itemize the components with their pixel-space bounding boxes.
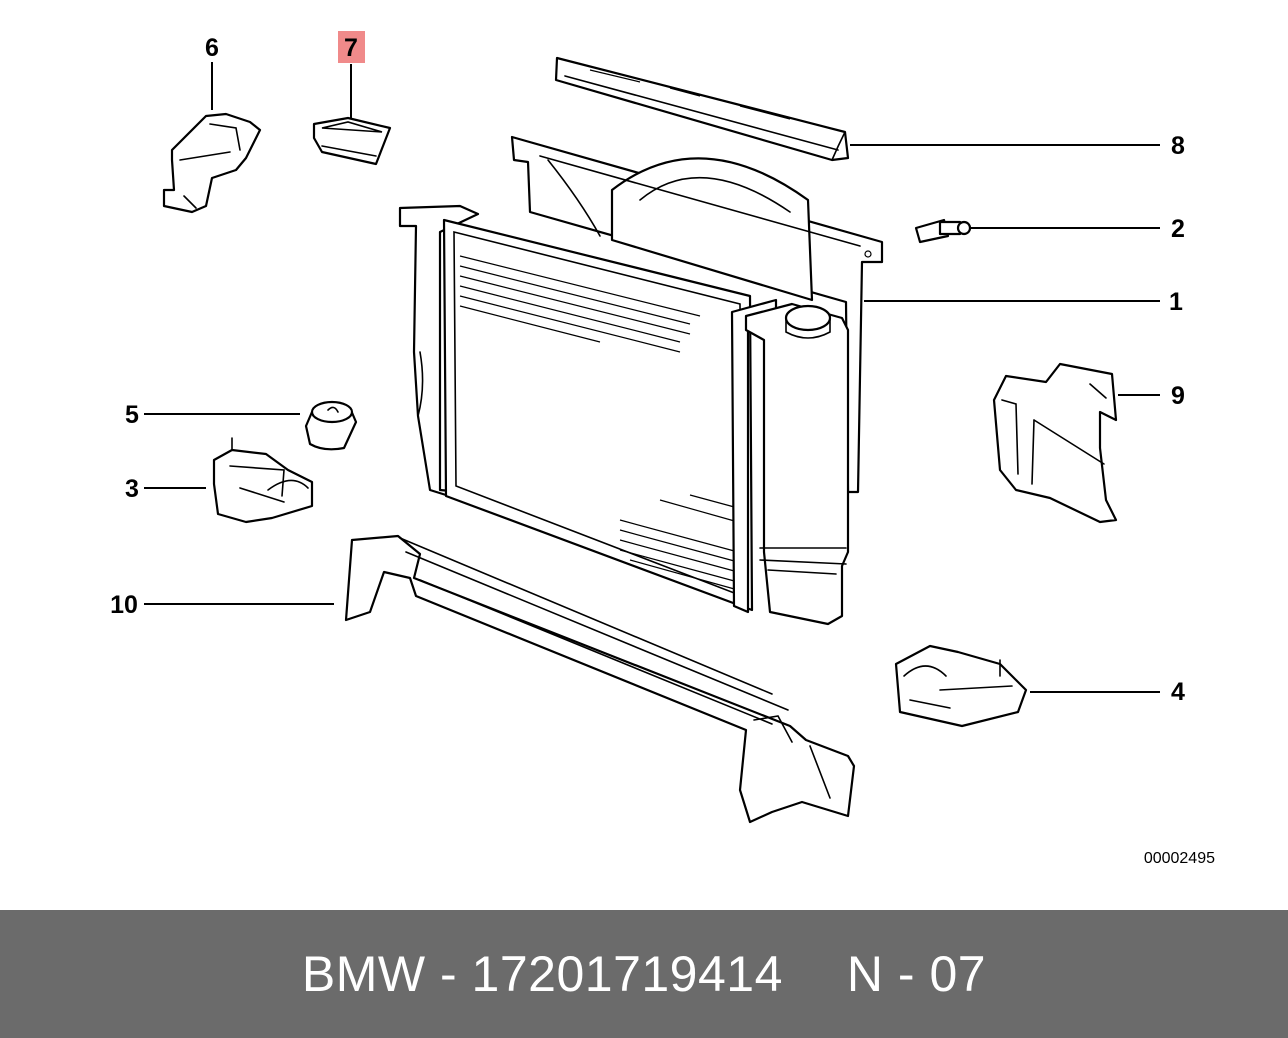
diagram-reference-code: 00002495 — [1144, 850, 1215, 867]
callout-6: 6 — [205, 34, 219, 62]
part-number-text: BMW - 17201719414 — [301, 946, 783, 1002]
part-7-cap — [312, 116, 392, 166]
callout-1: 1 — [1169, 288, 1183, 316]
part-4-mount-right — [894, 644, 1028, 728]
part-8-seal-strip — [554, 56, 850, 162]
part-1-radiator — [398, 204, 850, 626]
exploded-view-drawing: 1 2 3 4 5 6 7 8 9 10 00002495 — [110, 31, 1215, 867]
callout-9: 9 — [1171, 382, 1185, 410]
callout-7: 7 — [344, 34, 358, 62]
part-5-rubber-mount — [304, 400, 358, 451]
callout-4: 4 — [1171, 678, 1185, 706]
callout-7-highlight — [338, 31, 365, 63]
callout-8: 8 — [1171, 132, 1185, 160]
part-10-cross-member — [344, 534, 856, 824]
part-9-air-guide — [992, 362, 1118, 524]
part-3-mount-left — [212, 437, 314, 524]
callout-3: 3 — [125, 475, 139, 503]
callout-5: 5 — [125, 401, 139, 429]
part-6-bracket — [162, 112, 262, 214]
leader-lines — [144, 62, 1160, 693]
part-2-pin — [914, 218, 972, 244]
callout-10: 10 — [110, 591, 138, 619]
parts-diagram: 1 2 3 4 5 6 7 8 9 10 00002495 — [110, 31, 1216, 867]
callout-labels: 1 2 3 4 5 6 7 8 9 10 — [110, 31, 1185, 706]
callout-2: 2 — [1171, 215, 1185, 243]
diagram-position-text: N - 07 — [846, 946, 987, 1002]
part-number-banner: BMW - 17201719414 N - 07 — [0, 910, 1288, 1038]
